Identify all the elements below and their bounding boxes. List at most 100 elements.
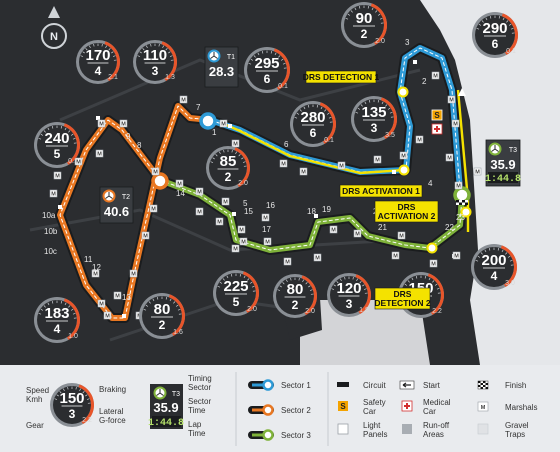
marshal-post-letter: M bbox=[143, 234, 148, 240]
gauge-g4-gforce: 2.0 bbox=[375, 38, 385, 45]
legend-sector-time-1: Sector bbox=[188, 397, 211, 406]
marshal-post-letter: M bbox=[51, 192, 56, 198]
turn-18: 18 bbox=[307, 207, 316, 216]
turn-5: 5 bbox=[243, 199, 248, 208]
compass-label: N bbox=[50, 31, 58, 43]
marshal-post: M bbox=[141, 231, 150, 240]
turn-12: 12 bbox=[92, 263, 101, 272]
marshal-post: M bbox=[353, 229, 362, 238]
turn-10b: 10b bbox=[44, 227, 58, 236]
marshal-post: M bbox=[313, 253, 322, 262]
timing-t1-value: 28.3 bbox=[209, 64, 234, 79]
gauge-g3-speed: 295 bbox=[254, 55, 279, 72]
legend-sector-text: Sector bbox=[188, 383, 211, 392]
marshal-post-letter: M bbox=[355, 232, 360, 238]
marshal-post: M bbox=[119, 119, 128, 128]
runoff-icon bbox=[402, 424, 412, 434]
gauge-g8-gforce: 3.5 bbox=[385, 132, 395, 139]
gauge-g14-gear: 3 bbox=[346, 297, 353, 311]
gauge-g2-gforce: 1.3 bbox=[165, 74, 175, 81]
turn-16: 16 bbox=[266, 201, 275, 210]
gauge-g16-gforce: 3.0 bbox=[505, 280, 515, 287]
north-arrow-icon bbox=[48, 6, 60, 18]
legend-medical-label-2: Car bbox=[423, 407, 436, 416]
marshal-post-letter: M bbox=[431, 262, 436, 268]
marshal-post: M bbox=[74, 157, 83, 166]
safety-car-icon-letter: S bbox=[340, 402, 346, 411]
legend-sector3-label: Sector 3 bbox=[281, 431, 311, 440]
gauge-g10-gear: 4 bbox=[54, 322, 61, 336]
drs-activation-2-line2: ACTIVATION 2 bbox=[378, 211, 436, 221]
marshal-post: M bbox=[337, 161, 346, 170]
marshal-post-letter: M bbox=[221, 122, 226, 128]
marshal-post: M bbox=[97, 299, 106, 308]
marshal-post: M bbox=[261, 213, 270, 222]
marshal-post: M bbox=[237, 225, 246, 234]
legend-safety-label-2: Car bbox=[363, 407, 376, 416]
legend-items: Circuit S Safety Car Light Panels Start … bbox=[327, 372, 537, 446]
marshal-post-letter: M bbox=[93, 272, 98, 278]
drs-activation-1-line1: DRS ACTIVATION 1 bbox=[342, 186, 420, 196]
gauge-g1-speed: 170 bbox=[85, 47, 110, 64]
timing-t3-label: T3 bbox=[509, 147, 517, 154]
marshal-post-letter: M bbox=[105, 314, 110, 320]
marshal-post-letter: M bbox=[453, 122, 458, 128]
legend-gravel-label-1: Gravel bbox=[505, 421, 529, 430]
marshal-post-letter: M bbox=[121, 122, 126, 128]
drs-detection-2-line1: DRS bbox=[394, 289, 412, 299]
legend-finish-label: Finish bbox=[505, 381, 526, 390]
gauge-g13-gforce: 2.0 bbox=[305, 308, 315, 315]
marshal-post: M bbox=[95, 149, 104, 158]
marshal-post: M bbox=[451, 119, 460, 128]
marshal-post: M bbox=[151, 167, 160, 176]
gauge-g11-gear: 2 bbox=[159, 318, 166, 332]
drs-activation-2-line1: DRS bbox=[398, 202, 416, 212]
marshal-post: M bbox=[113, 291, 122, 300]
marshal-post-letter: M bbox=[99, 122, 104, 128]
marshal-post-letter: M bbox=[449, 98, 454, 104]
legend-gear-label: Gear bbox=[26, 421, 44, 430]
legend-timing-text: Timing bbox=[188, 374, 212, 383]
marshal-post-letter: M bbox=[399, 234, 404, 240]
gauge-g10-gforce: 1.0 bbox=[68, 333, 78, 340]
legend-speed-label: Speed bbox=[26, 386, 49, 395]
legend-timing: T3 35.9 1:44.8 Timing Sector Sector Time… bbox=[148, 374, 212, 438]
legend-gauge-dial-gear: 3 bbox=[69, 407, 76, 421]
medical-car-marker bbox=[431, 123, 443, 135]
drs-detection-1-line1: DRS DETECTION 1 bbox=[303, 72, 380, 82]
marshal-post-letter: M bbox=[151, 207, 156, 213]
turn-9: 9 bbox=[126, 132, 131, 141]
legend-lap-time-2: Time bbox=[188, 429, 206, 438]
sector2-marker bbox=[151, 172, 169, 190]
timing-t2-value: 40.6 bbox=[104, 204, 129, 219]
marshal-post: M bbox=[239, 237, 248, 246]
marshal-post: M bbox=[231, 244, 240, 253]
compass: N bbox=[41, 6, 67, 49]
marshal-post-letter: M bbox=[233, 142, 238, 148]
turn-14: 14 bbox=[176, 189, 185, 198]
sector-markers bbox=[151, 86, 472, 254]
turn-3: 3 bbox=[405, 38, 410, 47]
timing-t3-lap: 1:44.8 bbox=[485, 174, 521, 185]
gauge-g12-gforce: 2.0 bbox=[247, 306, 257, 313]
marshal-post: M bbox=[103, 311, 112, 320]
marshal-post: M bbox=[179, 95, 188, 104]
gauge-g3-gear: 6 bbox=[264, 72, 271, 86]
gauge-g10-speed: 183 bbox=[44, 305, 69, 322]
drs-activation-1-marker bbox=[398, 164, 410, 176]
turn-10a: 10a bbox=[42, 211, 56, 220]
turn-2: 2 bbox=[422, 77, 427, 86]
gauge-g5-speed: 290 bbox=[482, 20, 507, 37]
legend-sector1-label: Sector 1 bbox=[281, 381, 311, 390]
marshal-post: M bbox=[445, 153, 454, 162]
marshal-post: M bbox=[215, 217, 224, 226]
marshal-post-letter: M bbox=[375, 158, 380, 164]
gauge-g16-gear: 4 bbox=[491, 269, 498, 283]
